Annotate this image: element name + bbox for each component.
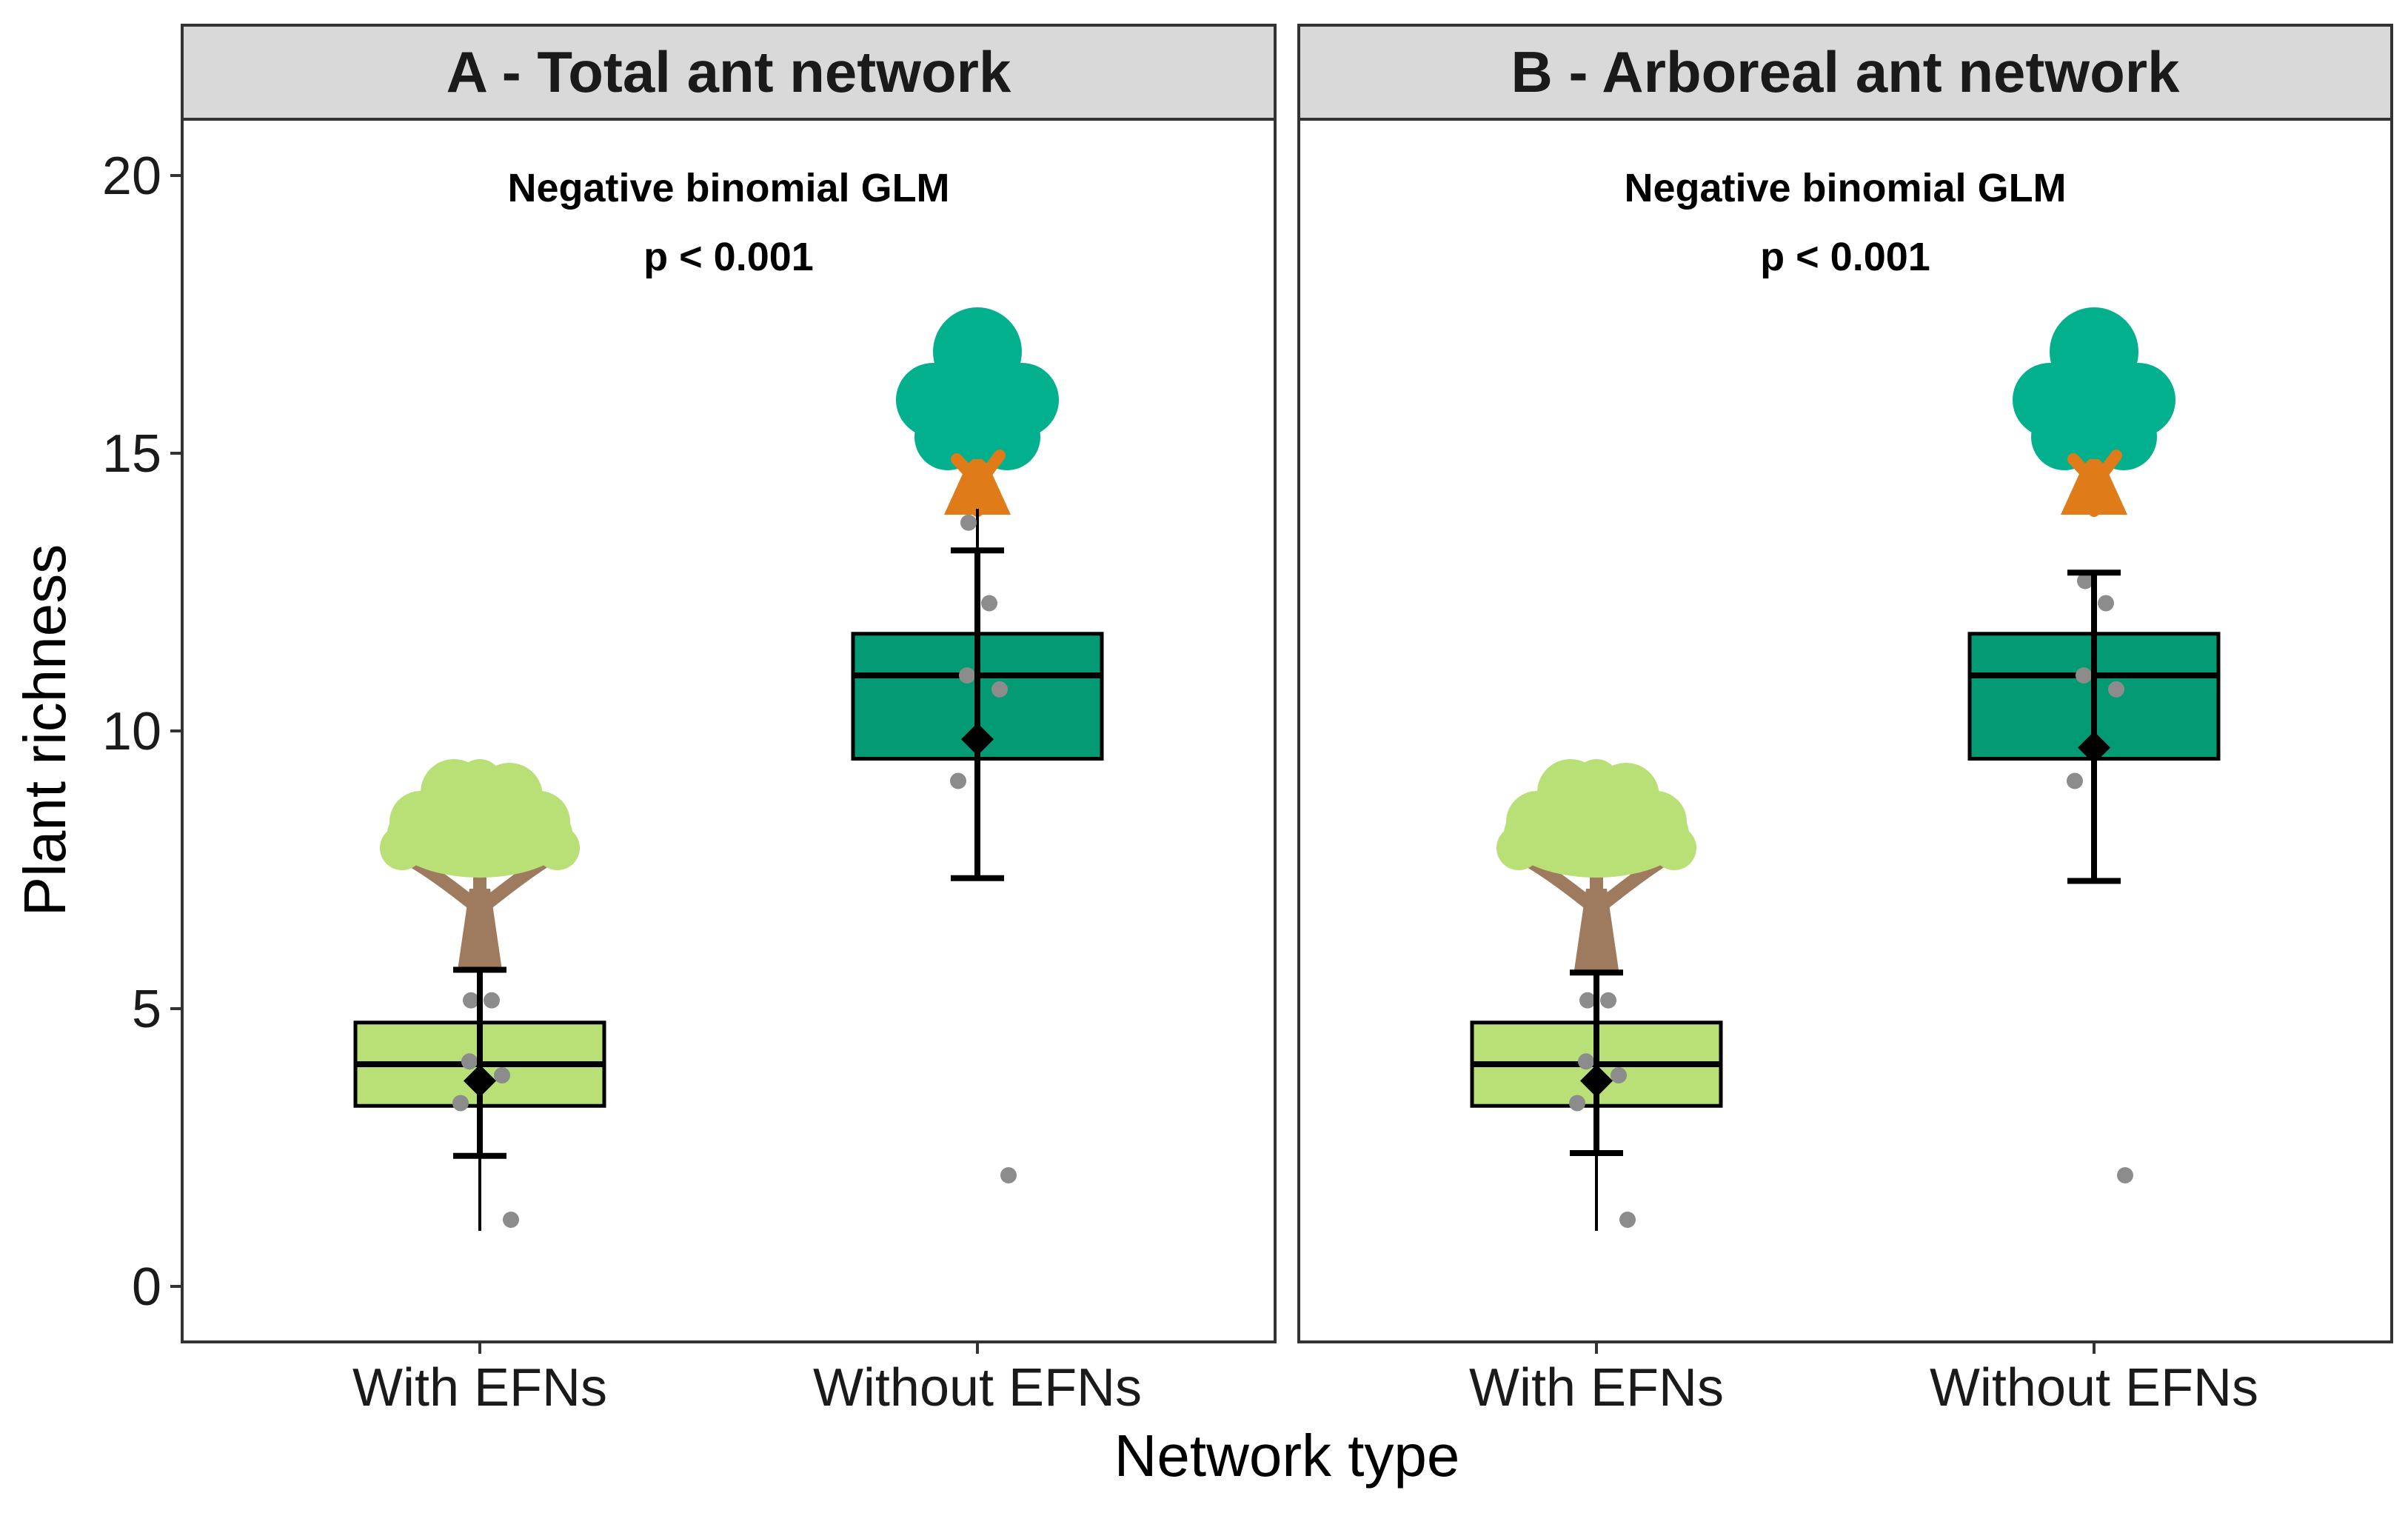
point-p1-with-efns-1: [484, 992, 500, 1009]
y-tick-label-4: 20: [102, 147, 161, 206]
marks-b: [1470, 307, 2221, 1231]
point-p2-without-efns-1: [2098, 595, 2114, 612]
annotation-model-b: Negative binomial GLM: [1624, 166, 2066, 210]
point-p1-with-efns-5: [503, 1212, 519, 1228]
strip-b: [1297, 24, 2393, 121]
point-p1-with-efns-4: [452, 1095, 469, 1112]
point-p1-with-efns-3: [494, 1067, 510, 1083]
y-tick-label-0: 0: [132, 1258, 161, 1317]
x-ticks-b: With EFNs Without EFNs: [1469, 1342, 2258, 1417]
strip-a: [181, 24, 1277, 121]
point-p2-with-efns-0: [1579, 992, 1596, 1009]
point-p2-with-efns-4: [1569, 1095, 1585, 1112]
annotation-pvalue-b: p < 0.001: [1760, 235, 1930, 279]
plot-area-b: [1297, 118, 2393, 1343]
y-tick-label-1: 5: [132, 980, 161, 1039]
mean-marker-p2-without-efns: [2078, 731, 2110, 764]
x-tick-label-b-2: Without EFNs: [1930, 1358, 2258, 1417]
mean-marker-p1-with-efns: [464, 1064, 496, 1098]
x-tick-label-a-1: With EFNs: [352, 1358, 607, 1417]
point-p2-with-efns-5: [1619, 1212, 1636, 1228]
x-ticks-a: With EFNs Without EFNs: [352, 1342, 1142, 1417]
point-p2-without-efns-3: [2108, 681, 2124, 698]
x-axis-title: Network type: [1114, 1423, 1460, 1489]
mean-marker-p1-without-efns: [961, 723, 994, 756]
y-axis-title: Plant richness: [12, 544, 78, 916]
annotation-model-a: Negative binomial GLM: [507, 166, 949, 210]
annotation-pvalue-a: p < 0.001: [643, 235, 814, 279]
panel-a: A - Total ant network Negative binomial …: [181, 24, 1277, 1417]
point-p1-without-efns-5: [1000, 1167, 1017, 1183]
point-p2-with-efns-1: [1600, 992, 1616, 1009]
point-p1-with-efns-2: [461, 1053, 478, 1070]
marks-a: [353, 307, 1104, 1231]
x-tick-label-b-1: With EFNs: [1469, 1358, 1724, 1417]
point-p1-without-efns-3: [991, 681, 1008, 698]
strip-title-a: A - Total ant network: [447, 39, 1011, 104]
mean-marker-p2-with-efns: [1580, 1064, 1613, 1098]
point-p2-without-efns-2: [2076, 667, 2092, 684]
point-p1-without-efns-4: [950, 772, 966, 789]
y-axis: 0 5 10 15 20: [102, 147, 182, 1317]
point-p1-with-efns-0: [463, 992, 479, 1009]
panel-b: B - Arboreal ant network Negative binomi…: [1297, 24, 2393, 1417]
point-p1-without-efns-2: [959, 667, 975, 684]
point-p2-without-efns-5: [2117, 1167, 2133, 1183]
x-tick-label-a-2: Without EFNs: [813, 1358, 1142, 1417]
point-p2-without-efns-0: [2077, 572, 2093, 589]
point-p1-without-efns-1: [981, 595, 997, 612]
point-p1-without-efns-0: [960, 514, 977, 531]
point-p2-without-efns-4: [2067, 772, 2083, 789]
point-p2-with-efns-2: [1578, 1053, 1594, 1070]
strip-title-b: B - Arboreal ant network: [1511, 39, 2181, 104]
y-tick-label-3: 15: [102, 424, 161, 484]
y-tick-label-2: 10: [102, 702, 161, 761]
plot-area-a: [181, 118, 1277, 1343]
point-p2-with-efns-3: [1611, 1067, 1627, 1083]
